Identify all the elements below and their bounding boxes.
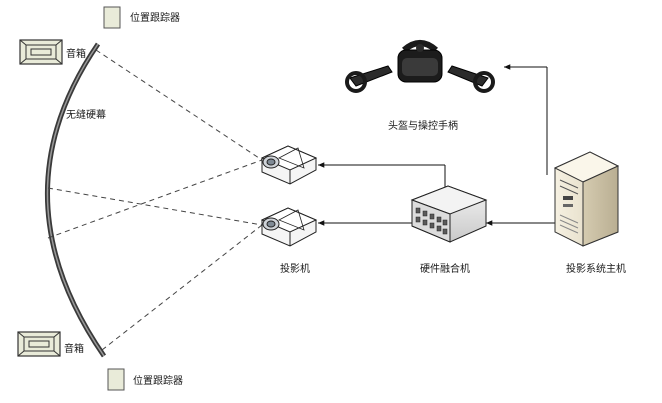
speaker-top: 音箱 xyxy=(19,39,86,65)
vr-headset-and-controllers: 头盔与操控手柄 xyxy=(345,40,495,132)
position-tracker-top: 位置跟踪器 xyxy=(103,6,180,29)
speaker-icon xyxy=(17,331,61,357)
projector-bottom xyxy=(260,207,318,247)
connection-arrows xyxy=(318,64,555,226)
speaker-bottom: 音箱 xyxy=(17,331,84,357)
host-label: 投影系统主机 xyxy=(566,262,626,275)
tracker-bottom-label: 位置跟踪器 xyxy=(133,374,183,387)
projector-icon xyxy=(260,145,318,185)
tracker-icon xyxy=(107,368,125,391)
blender-label: 硬件融合机 xyxy=(420,262,470,275)
projection-rays xyxy=(47,49,263,351)
tracker-icon xyxy=(103,6,121,29)
hardware-blender: 硬件融合机 xyxy=(410,185,488,275)
projector-label: 投影机 xyxy=(280,262,310,275)
blender-icon xyxy=(410,185,488,243)
headset-label: 头盔与操控手柄 xyxy=(388,119,458,132)
projector-icon xyxy=(260,207,318,247)
projector-top xyxy=(260,145,318,185)
vr-controller-left-icon xyxy=(345,65,393,93)
vr-headset-icon xyxy=(397,40,443,83)
tracker-top-label: 位置跟踪器 xyxy=(130,11,180,24)
server-tower-icon xyxy=(553,151,620,247)
speaker-bottom-label: 音箱 xyxy=(64,342,84,355)
position-tracker-bottom: 位置跟踪器 xyxy=(107,368,183,391)
host-computer: 投影系统主机 xyxy=(553,151,626,275)
speaker-icon xyxy=(19,39,63,65)
screen-label: 无缝硬幕 xyxy=(66,108,106,121)
speaker-top-label: 音箱 xyxy=(66,47,86,60)
vr-controller-right-icon xyxy=(447,65,495,93)
curved-screen xyxy=(44,42,107,358)
